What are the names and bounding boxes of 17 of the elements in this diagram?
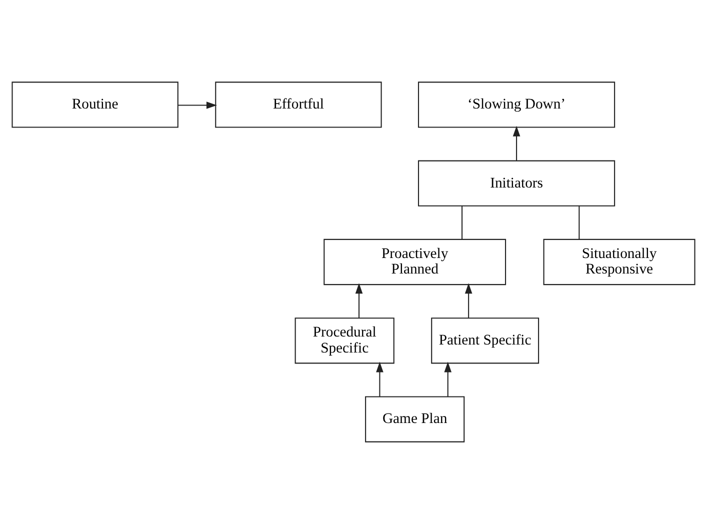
- arrow: [178, 101, 217, 108]
- node-box: Procedural Specific: [294, 317, 394, 364]
- connector: [578, 206, 580, 239]
- arrow: [464, 282, 472, 318]
- node-box: Proactively Planned: [324, 238, 506, 285]
- arrow: [512, 125, 520, 160]
- node-box: Routine: [12, 81, 178, 128]
- node-box: Initiators: [418, 160, 616, 206]
- node-box: ‘Slowing Down’: [418, 81, 616, 128]
- node-box: Game Plan: [365, 396, 465, 442]
- node-box: Patient Specific: [431, 317, 540, 364]
- connector: [462, 206, 463, 239]
- node-box: Effortful: [215, 81, 382, 128]
- arrow: [376, 361, 384, 396]
- arrow: [444, 361, 452, 396]
- arrow: [355, 282, 363, 318]
- node-box: Situationally Responsive: [543, 238, 696, 285]
